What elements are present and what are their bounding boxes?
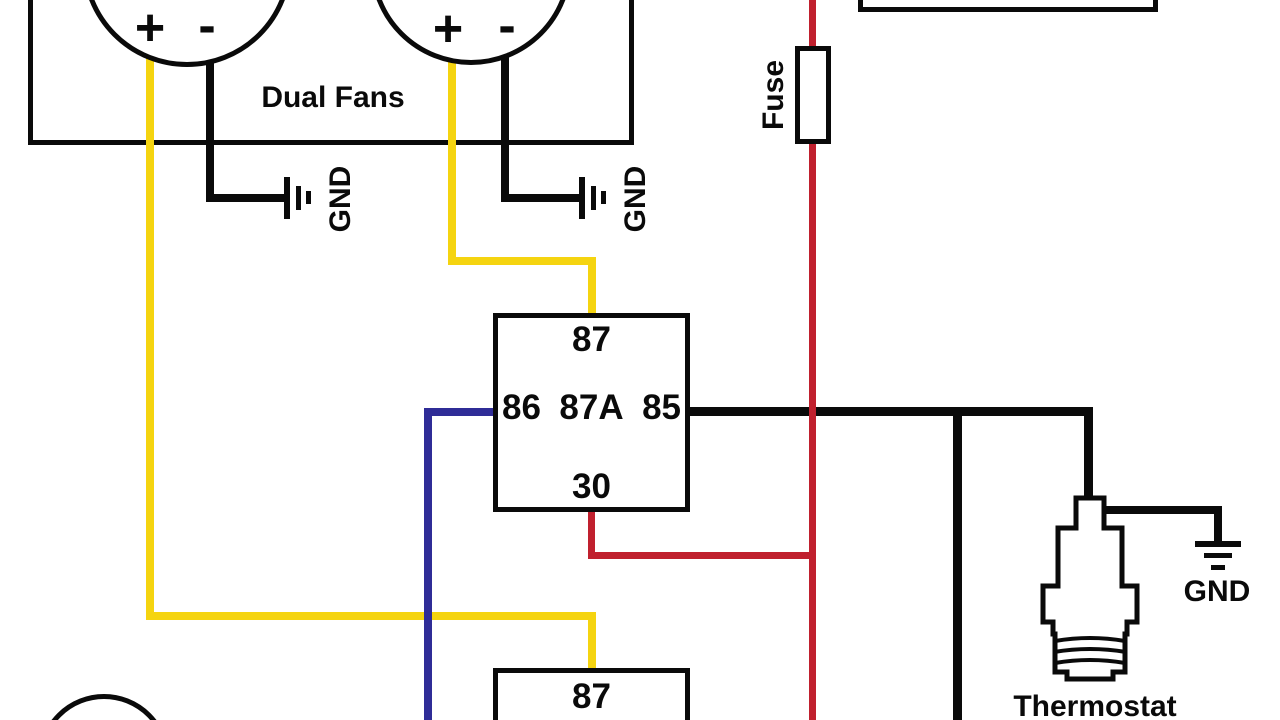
thermostat-gnd-label: GND: [1183, 575, 1251, 608]
ground-bar-long: [1195, 541, 1241, 547]
wire-branch-down: [953, 407, 962, 720]
fan2-gnd-label: GND: [619, 165, 652, 233]
wire-segment: [206, 194, 288, 202]
thread-line: [1054, 636, 1126, 643]
wire-segment: [588, 257, 596, 319]
wire-segment: [146, 612, 596, 620]
relay-main-terminal-87: 87: [572, 320, 611, 359]
fan2-minus-terminal-label: -: [498, 0, 516, 55]
fan1-minus-terminal-label: -: [198, 0, 216, 55]
fan1-plus-terminal-label: +: [134, 0, 166, 57]
wire-segment: [448, 56, 456, 265]
wire-segment: [1098, 506, 1222, 514]
wire-segment: [809, 0, 816, 720]
fuse-label: Fuse: [757, 59, 790, 131]
wire-segment: [501, 56, 509, 202]
thermostat-symbol: [1040, 495, 1140, 682]
wire-to-thermostat: [1084, 407, 1093, 503]
relay-secondary-box: [493, 668, 690, 720]
ground-bar-medium: [591, 186, 596, 210]
wire-segment: [588, 508, 595, 559]
thread-line: [1053, 647, 1127, 654]
ground-bar-short: [306, 191, 311, 204]
fan2-plus-terminal-label: +: [432, 0, 464, 58]
power-source-box: [858, 0, 1158, 12]
thread-line: [1054, 658, 1126, 665]
wire-segment: [1214, 506, 1222, 547]
dual-fans-label: Dual Fans: [261, 81, 405, 114]
ground-bar-long: [579, 177, 585, 219]
ground-bar-long: [284, 177, 290, 219]
wire-segment: [588, 612, 596, 674]
relay-main-terminal-87A: 87A: [559, 388, 624, 427]
wire-segment: [424, 408, 497, 416]
ground-bar-short: [1211, 565, 1225, 570]
wire-segment: [448, 257, 596, 265]
wire-segment: [206, 58, 214, 202]
ground-bar-short: [601, 191, 606, 204]
wire-segment: [686, 407, 1093, 416]
relay-main-terminal-30: 30: [572, 467, 611, 506]
relay-main-terminal-85: 85: [642, 388, 681, 427]
thermostat-body: [1040, 495, 1140, 682]
thermostat-label: Thermostat: [1013, 690, 1177, 720]
ground-bar-medium: [1204, 553, 1232, 558]
fan1-gnd-label: GND: [324, 165, 357, 233]
wire-segment: [424, 408, 432, 720]
wire-segment: [588, 552, 816, 559]
relay-main-box: [493, 313, 690, 512]
relay-secondary-terminal-87: 87: [572, 677, 611, 716]
fuse-body: [795, 46, 831, 144]
ground-bar-medium: [296, 186, 301, 210]
fan3-motor-circle: [38, 694, 170, 720]
wire-segment: [146, 56, 154, 620]
wire-segment: [501, 194, 583, 202]
relay-main-terminal-86: 86: [502, 388, 541, 427]
